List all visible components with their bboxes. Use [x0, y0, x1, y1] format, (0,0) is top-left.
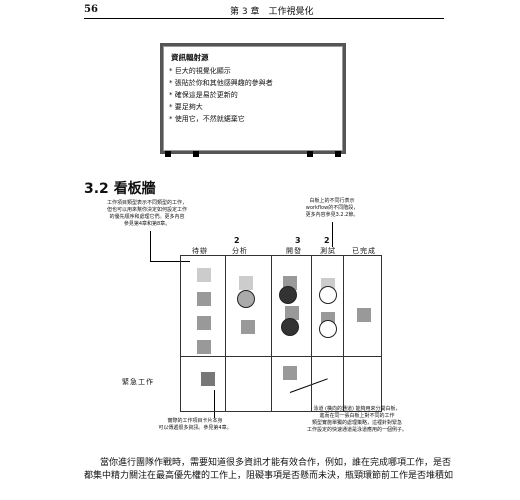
annotation-line: 進而在同一張白板上對不同的工作: [319, 413, 395, 419]
section-number: 3.2: [84, 181, 109, 197]
whiteboard-title: 資訊輻射源: [171, 53, 209, 62]
column-divider: [311, 256, 312, 411]
annotation-columns: 白板上的不同行表示 workflow的不同階段， 更多內容參見3.2.2節。: [292, 198, 372, 219]
annotation-line: 的優先順序和處理它們。更多內容: [109, 214, 185, 220]
section-title: 看板牆: [113, 181, 156, 197]
annotation-line: 工作項目類型表示不同類型的工作，: [106, 200, 187, 206]
work-item-card: [197, 292, 211, 306]
whiteboard-marker: [165, 151, 171, 157]
annotation-line: 工作設定的快速通道是泳道應用的一個例子。: [306, 427, 407, 433]
whiteboard-figure: 資訊輻射源 巨大的視覺化顯示 張貼於你和其他感興趣的參與者 確保這是易於更新的 …: [160, 43, 346, 157]
work-item-card: [283, 366, 297, 380]
column-divider: [271, 256, 272, 411]
arrow-line: [150, 261, 190, 262]
team-member-avatar: [319, 286, 337, 304]
column-header-test: 測試: [320, 247, 336, 255]
annotation-line: 參見第4章和第8章。: [123, 221, 171, 227]
column-divider: [225, 256, 226, 411]
work-item-card: [285, 306, 299, 320]
whiteboard-marker: [307, 151, 313, 157]
whiteboard-marker: [335, 151, 341, 157]
work-item-card: [197, 340, 211, 354]
annotation-line: 但也可以用來幫你決定如何設定工作: [106, 207, 187, 213]
section-heading: 3.2 看板牆: [84, 178, 156, 198]
work-item-card: [197, 316, 211, 330]
work-item-card: [197, 268, 211, 282]
annotation-line: 泳道 (橫向的通道) 能夠用來分開白板，: [313, 406, 401, 412]
column-header-dev: 開發: [286, 247, 302, 255]
annotation-line: 類型實施單獨的處理策略，這裡針對緊急: [311, 420, 402, 426]
kanban-board: [180, 255, 382, 412]
wip-limit: 2: [324, 236, 330, 245]
whiteboard-marker: [193, 151, 199, 157]
annotation-work-types: 工作項目類型表示不同類型的工作， 但也可以用來幫你決定如何設定工作 的優先順序和…: [92, 200, 202, 228]
wip-limit: 3: [295, 236, 301, 245]
whiteboard-item: 確保這是易於更新的: [169, 89, 273, 101]
header-rule: [84, 18, 444, 19]
team-member-avatar: [237, 290, 255, 308]
team-member-avatar: [319, 320, 337, 338]
arrow-line: [214, 390, 215, 418]
annotation-line: 白板上的不同行表示: [309, 198, 355, 204]
whiteboard-item: 張貼於你和其他感興趣的參與者: [169, 77, 273, 89]
column-divider: [343, 256, 344, 411]
chapter-title: 第 3 章 工作視覺化: [230, 7, 314, 17]
page-number: 56: [84, 4, 98, 15]
column-header-analysis: 分析: [232, 247, 248, 255]
body-paragraph-line: 都集中精力關注在最高優先權的工作上，阻礙事項是否懸而未決，瓶頸環節前工作是否堆積…: [84, 471, 454, 481]
work-item-card: [357, 308, 371, 322]
whiteboard-item: 巨大的視覺化顯示: [169, 65, 273, 77]
annotation-card-info: 實際的工作項目卡片本身 可以傳遞很多資訊。參見第4章。: [150, 418, 240, 432]
whiteboard-list: 巨大的視覺化顯示 張貼於你和其他感興趣的參與者 確保這是易於更新的 要足夠大 使…: [169, 65, 273, 125]
team-member-avatar: [281, 318, 299, 336]
work-item-card: [241, 320, 255, 334]
whiteboard-item: 使用它，不然就鋸棄它: [169, 113, 273, 125]
team-member-avatar: [279, 286, 297, 304]
arrow-line: [150, 231, 151, 261]
wip-limit: 2: [234, 236, 240, 245]
arrow-line: [332, 222, 333, 247]
column-header-done: 已完成: [352, 247, 376, 255]
work-item-card: [201, 372, 215, 386]
swimlane-label: 緊急工作: [122, 378, 154, 386]
whiteboard-item: 要足夠大: [169, 101, 273, 113]
annotation-swimlane: 泳道 (橫向的通道) 能夠用來分開白板， 進而在同一張白板上對不同的工作 類型實…: [282, 406, 432, 434]
body-paragraph-line: 當你進行團隊作戰時，需要知道很多資訊才能有效合作，例如，誰在完成哪項工作，是否: [100, 458, 452, 468]
annotation-line: 實際的工作項目卡片本身: [167, 418, 223, 424]
column-header-backlog: 待辦: [192, 247, 208, 255]
swimlane-divider: [181, 356, 381, 357]
annotation-line: 可以傳遞很多資訊。參見第4章。: [158, 425, 232, 431]
work-item-card: [239, 276, 253, 290]
annotation-line: workflow的不同階段，: [305, 205, 359, 211]
annotation-line: 更多內容參見3.2.2節。: [305, 212, 359, 218]
